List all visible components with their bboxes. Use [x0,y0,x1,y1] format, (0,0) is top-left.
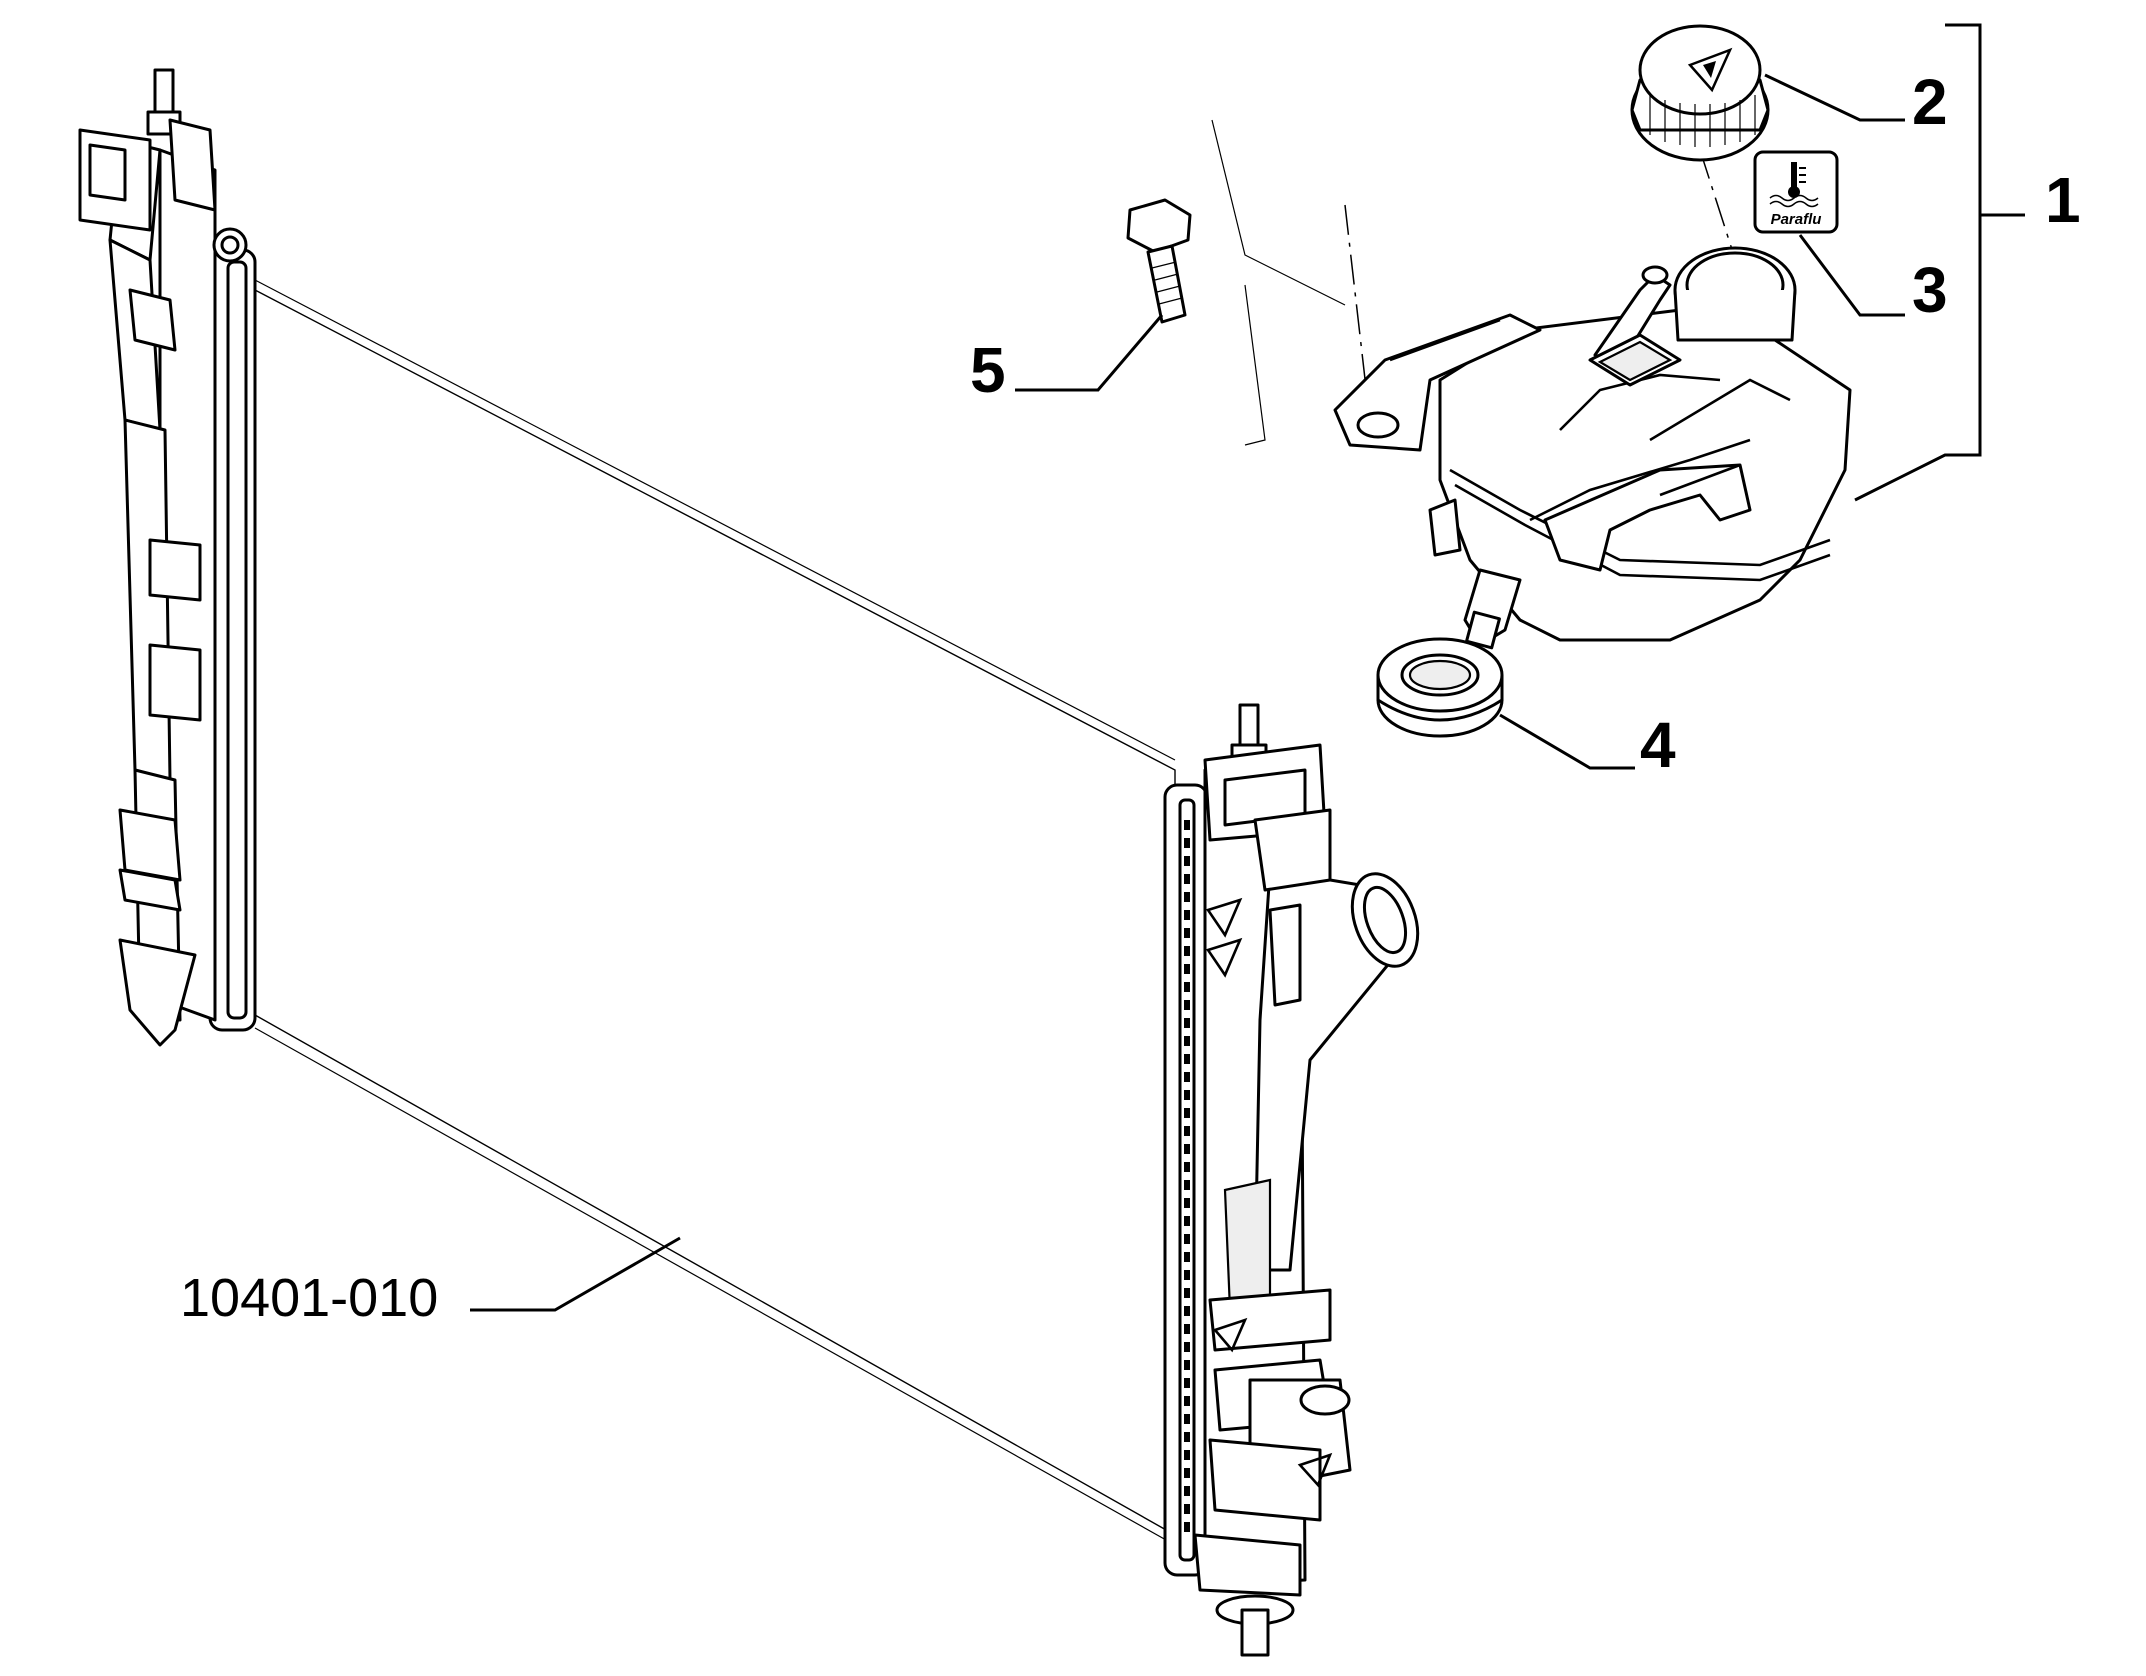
radiator-cap [1630,24,1770,162]
callout-4: 4 [1640,709,1676,781]
assembly-lines [1211,119,1746,446]
callout-2: 2 [1912,66,1948,138]
thermometer-waves-icon [1769,162,1819,208]
leader-lines [470,23,2025,1312]
radiator-left-tank [78,68,257,1047]
coolant-sticker: Paraflu [1753,150,1839,234]
radiator [78,68,1420,1657]
radiator-right-tank [1163,703,1420,1657]
radiator-core [254,288,1176,1537]
reference-label: 10401-010 [180,1268,438,1328]
bolt [1126,198,1192,324]
seal-ring [1376,637,1504,738]
callout-1: 1 [2045,164,2081,236]
sticker-label: Paraflu [1771,211,1822,228]
expansion-tank [1333,246,1852,650]
callout-3: 3 [1912,254,1948,326]
warning-triangle-icon [1687,47,1733,93]
callout-labels: 1 2 3 4 5 10401-010 [180,66,2081,1328]
callout-5: 5 [970,334,1006,406]
